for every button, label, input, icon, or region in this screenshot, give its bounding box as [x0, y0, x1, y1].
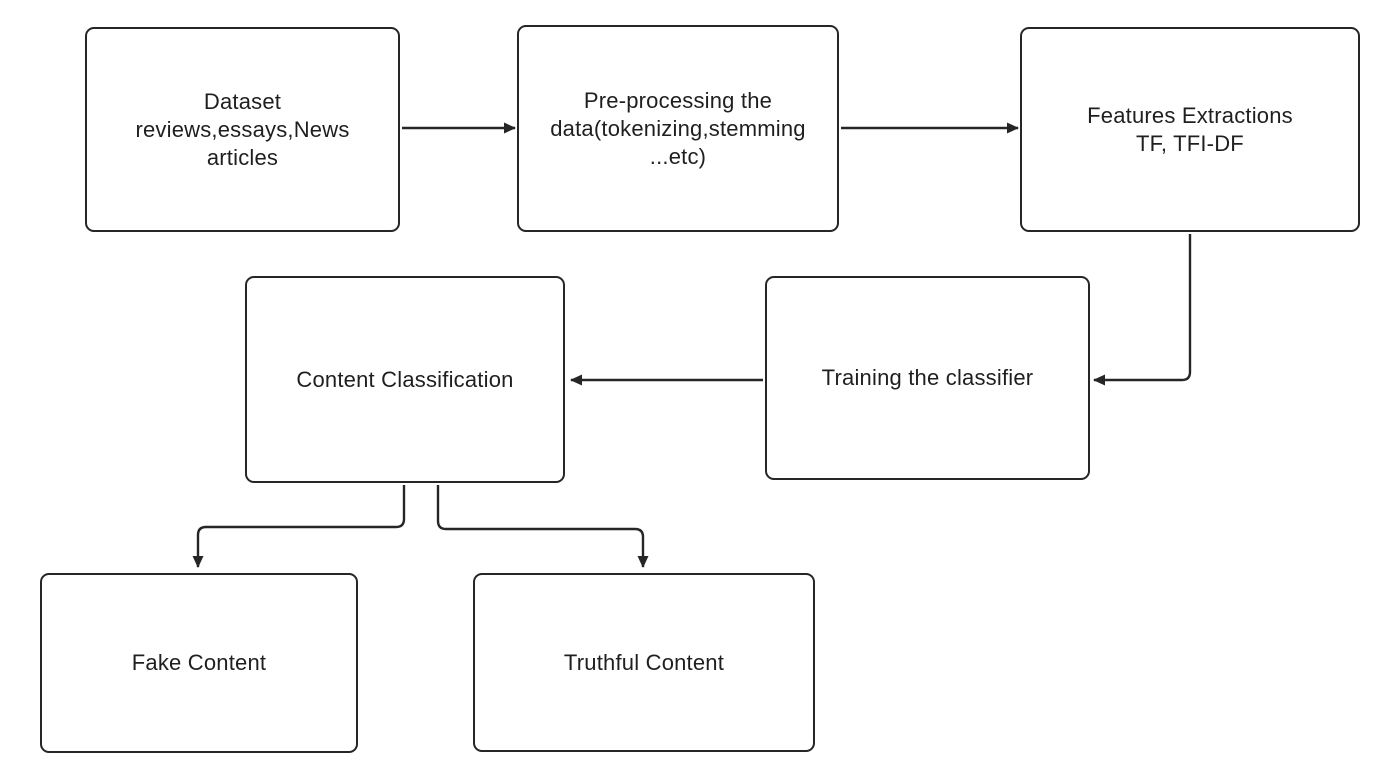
- edge-classification-to-fake: [192, 485, 406, 568]
- node-dataset-label: Dataset reviews,essays,News articles: [135, 88, 350, 170]
- node-truthful-content-label: Truthful Content: [563, 649, 725, 675]
- node-training-classifier-label: Training the classifier: [821, 365, 1034, 390]
- node-fake-content: Fake Content: [40, 573, 358, 753]
- edge-classification-to-truthful: [436, 485, 649, 568]
- node-training-classifier: Training the classifier: [765, 276, 1090, 480]
- node-preprocessing-label: Pre-processing the data(tokenizing,stemm…: [550, 87, 806, 169]
- node-content-classification-label: Content Classification: [296, 366, 514, 392]
- edge-features-to-training: [1093, 234, 1192, 386]
- node-dataset: Dataset reviews,essays,News articles: [85, 27, 400, 232]
- node-preprocessing: Pre-processing the data(tokenizing,stemm…: [517, 25, 839, 232]
- node-fake-content-label: Fake Content: [131, 650, 267, 675]
- node-truthful-content: Truthful Content: [473, 573, 815, 752]
- node-content-classification: Content Classification: [245, 276, 565, 483]
- node-features-extraction-label: Features Extractions TF, TFI-DF: [1087, 102, 1293, 156]
- node-features-extraction: Features Extractions TF, TFI-DF: [1020, 27, 1360, 232]
